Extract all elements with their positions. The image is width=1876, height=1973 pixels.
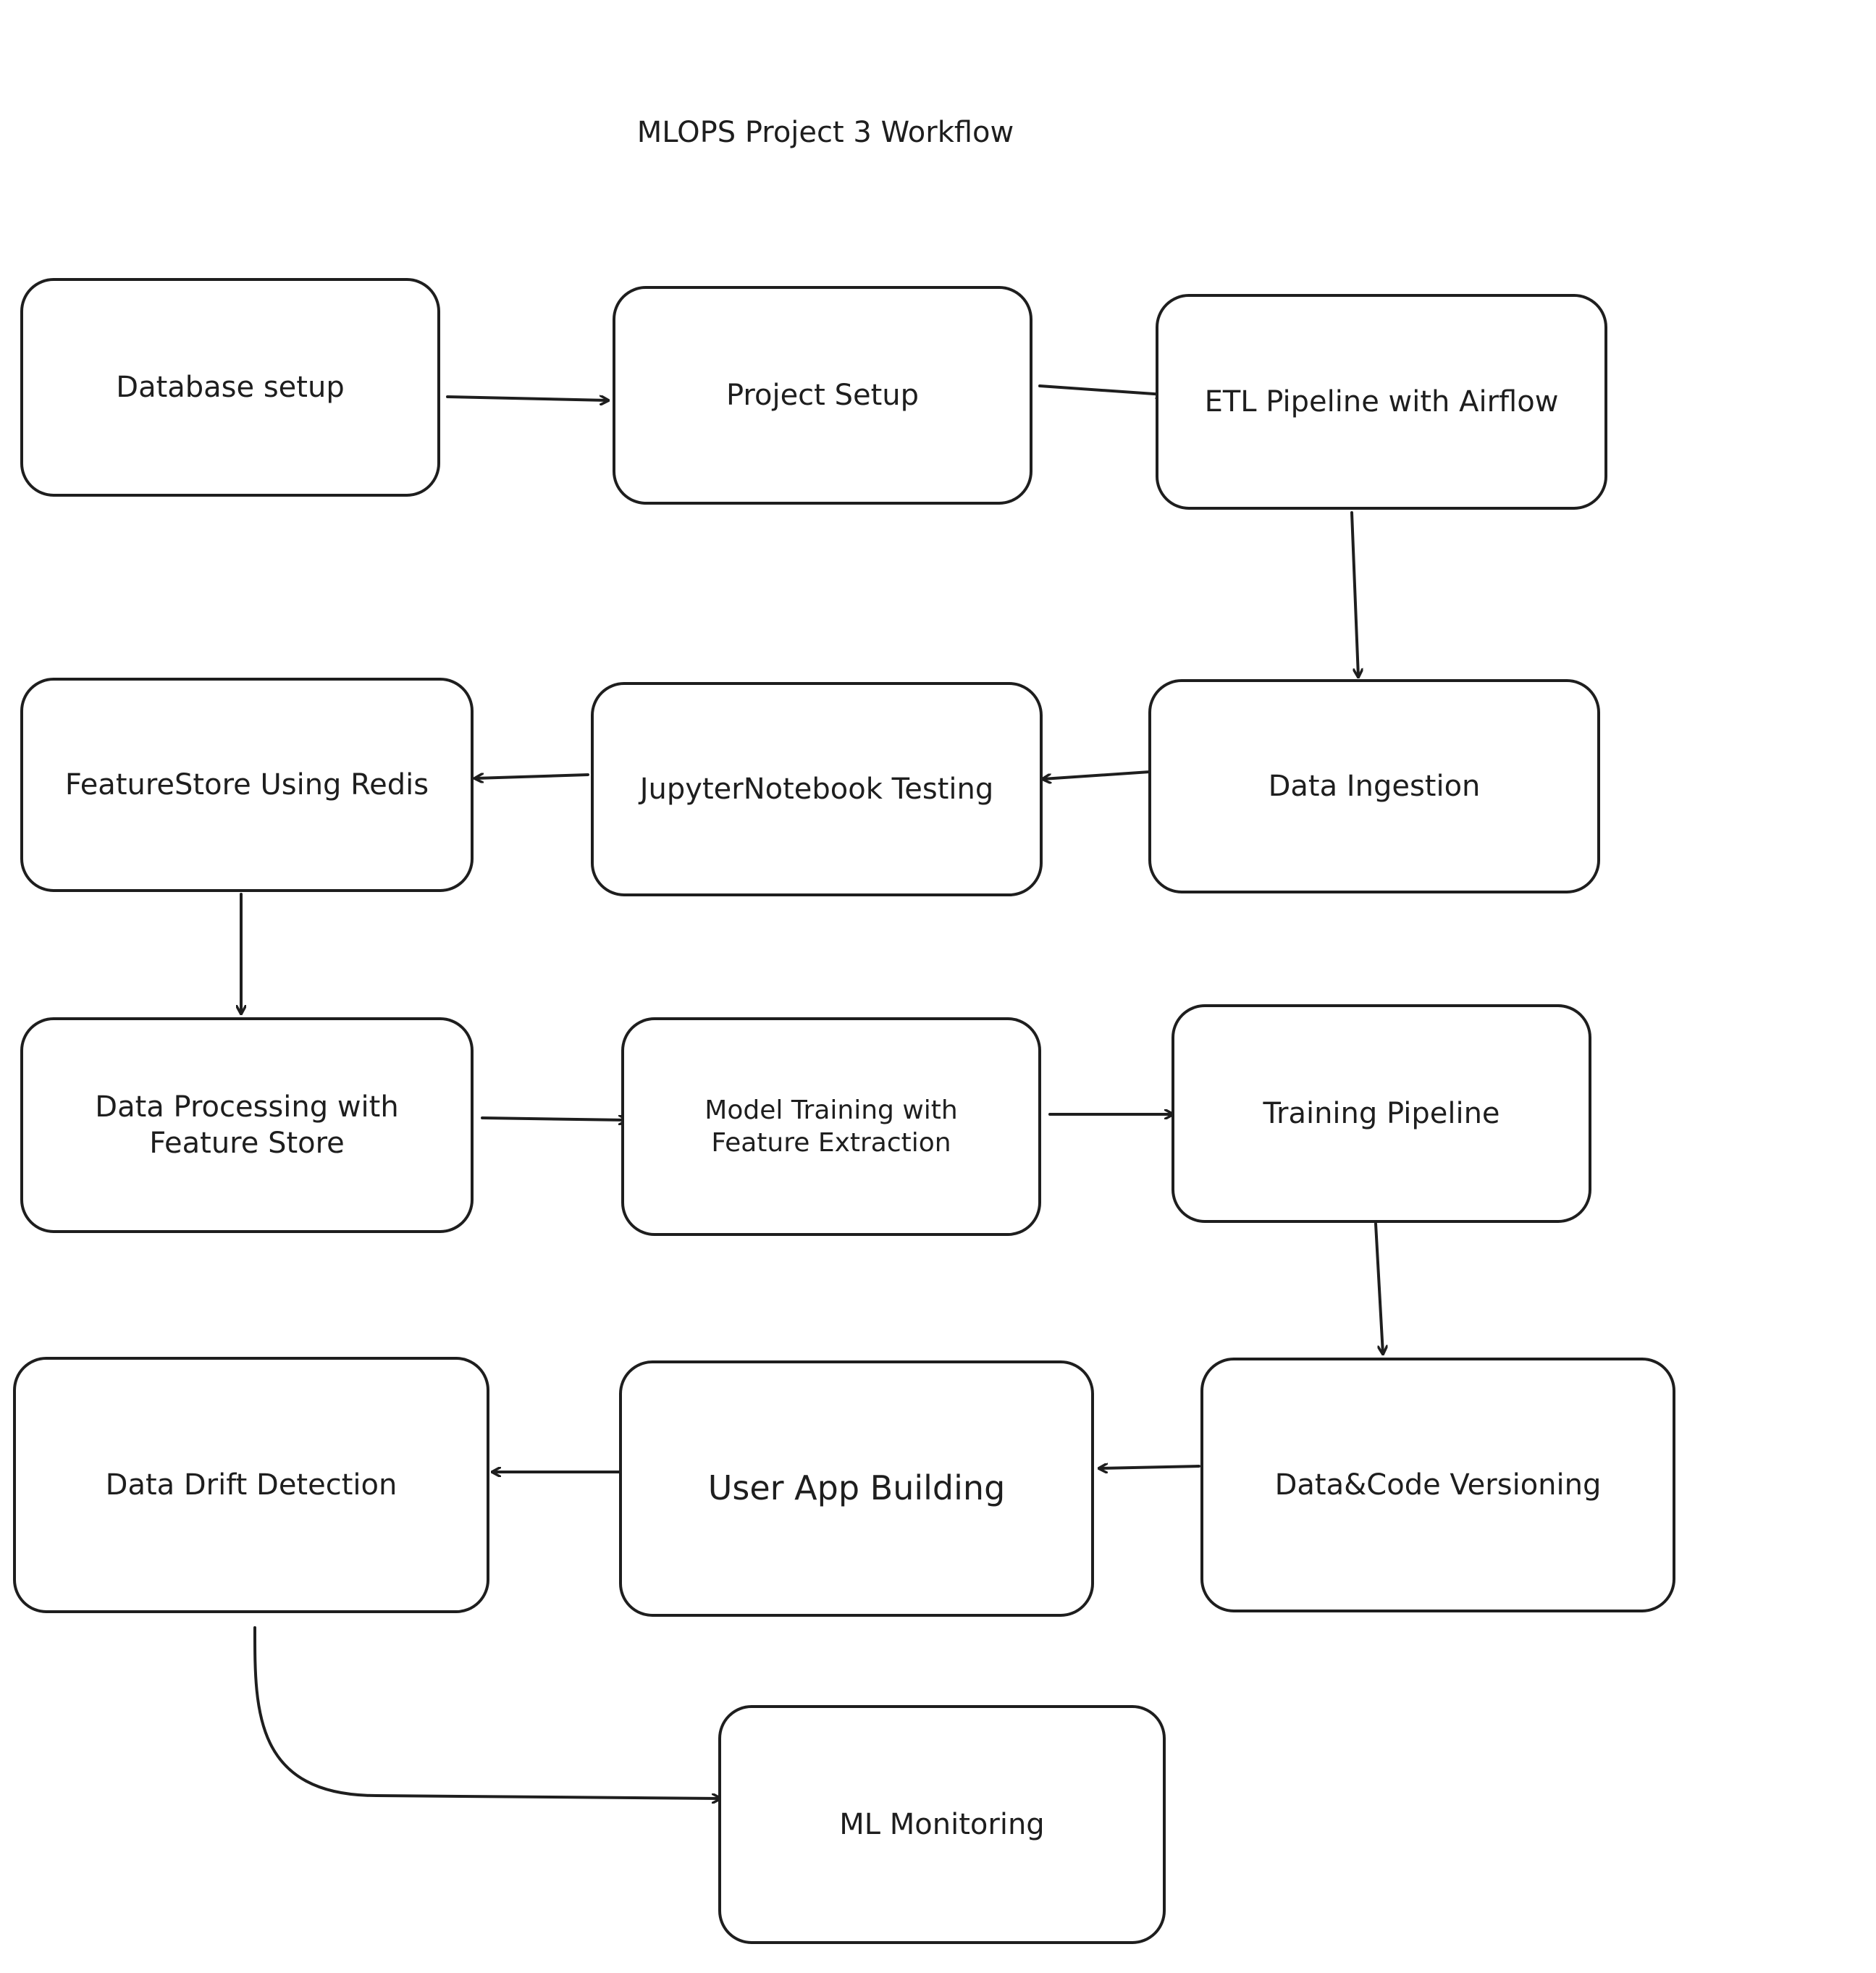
node-label: Data Ingestion: [1268, 770, 1481, 803]
node-data-code-versioning[interactable]: Data&Code Versioning: [1200, 1358, 1675, 1612]
node-label: FeatureStore Using Redis: [64, 768, 429, 802]
node-label: ETL Pipeline with Airflow: [1204, 385, 1559, 418]
node-ml-monitoring[interactable]: ML Monitoring: [718, 1705, 1166, 1944]
node-etl-pipeline[interactable]: ETL Pipeline with Airflow: [1156, 294, 1607, 510]
node-label: User App Building: [707, 1468, 1006, 1508]
node-database-setup[interactable]: Database setup: [20, 278, 440, 497]
node-label: Data Drift Detection: [105, 1468, 398, 1502]
edge-database-to-project: [446, 397, 608, 400]
node-label: Project Setup: [726, 379, 919, 412]
diagram-title: MLOPS Project 3 Workflow: [636, 116, 1014, 149]
node-data-drift[interactable]: Data Drift Detection: [13, 1357, 489, 1613]
node-label: Database setup: [116, 371, 345, 404]
node-label: Training Pipeline: [1263, 1097, 1500, 1130]
node-label: JupyterNotebook Testing: [639, 773, 994, 806]
edge-jupyter-to-featurestore: [475, 775, 589, 778]
edge-etl-to-ingestion: [1350, 511, 1358, 677]
node-jupyter-testing[interactable]: JupyterNotebook Testing: [591, 682, 1043, 896]
edge-project-to-etl: [1038, 384, 1164, 395]
node-data-processing[interactable]: Data Processing with Feature Store: [20, 1017, 474, 1233]
node-label: Model Training with Feature Extraction: [704, 1095, 958, 1158]
edge-versioning-to-userapp: [1099, 1466, 1200, 1468]
edge-pipeline-to-versioning: [1374, 1222, 1383, 1354]
node-user-app[interactable]: User App Building: [619, 1360, 1094, 1617]
edge-processing-to-training: [481, 1118, 627, 1120]
node-data-ingestion[interactable]: Data Ingestion: [1148, 679, 1600, 893]
node-label: ML Monitoring: [839, 1808, 1045, 1841]
node-training-pipeline[interactable]: Training Pipeline: [1172, 1004, 1591, 1223]
edge-ingestion-to-jupyter: [1043, 770, 1151, 779]
edge-drift-to-monitoring: [253, 1626, 720, 1799]
node-label: Data&Code Versioning: [1274, 1468, 1602, 1502]
node-featurestore-redis[interactable]: FeatureStore Using Redis: [20, 678, 474, 892]
node-project-setup[interactable]: Project Setup: [613, 286, 1032, 505]
node-label: Data Processing with Feature Store: [95, 1090, 399, 1160]
node-model-training[interactable]: Model Training with Feature Extraction: [621, 1017, 1041, 1236]
